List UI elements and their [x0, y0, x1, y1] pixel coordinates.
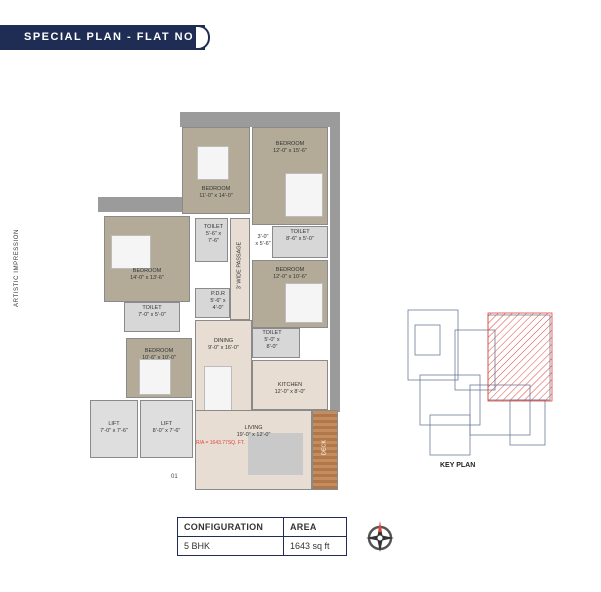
room-passage: [230, 218, 250, 320]
room-bedroom-2: [252, 127, 328, 225]
room-lift-1: [90, 400, 138, 458]
key-plan-diagram: [407, 309, 553, 456]
room-lift-2: [140, 400, 193, 458]
room-bedroom-4: [252, 260, 328, 328]
deck-label: DECK: [321, 439, 328, 456]
compass-icon: [366, 521, 394, 552]
wall: [330, 112, 340, 412]
page-title: SPECIAL PLAN - FLAT NO 1: [0, 25, 205, 68]
key-plan-highlight: [487, 312, 553, 402]
closet-label: 3'-0" x 5'-6": [255, 234, 271, 247]
header-logo-cap: [196, 25, 210, 50]
room-bedroom-5: [126, 338, 192, 398]
artistic-impression-note: ARTISTIC IMPRESSION: [13, 229, 20, 307]
passage-label: 3' WIDE PASSAGE: [236, 241, 243, 290]
header-area: AREA: [283, 517, 347, 537]
header-configuration: CONFIGURATION: [177, 517, 284, 537]
wall: [180, 112, 340, 127]
room-toilet-3: [124, 302, 180, 332]
room-bedroom-3: [104, 216, 190, 302]
wall: [98, 197, 183, 212]
room-living: [195, 410, 312, 490]
room-toilet-4: [252, 328, 300, 358]
room-toilet-1: [195, 218, 228, 262]
room-toilet-2: [272, 226, 328, 258]
room-bedroom-1: [182, 127, 250, 214]
key-plan-label: KEY PLAN: [440, 462, 476, 469]
rera-area: R/A = 1643.77SQ. FT.: [196, 440, 245, 446]
cell-configuration: 5 BHK: [177, 536, 284, 556]
room-kitchen: [252, 360, 328, 410]
room-pdr: [195, 288, 230, 318]
flat-number: 01: [171, 474, 178, 480]
room-deck: [312, 410, 338, 490]
cell-area: 1643 sq ft: [283, 536, 347, 556]
